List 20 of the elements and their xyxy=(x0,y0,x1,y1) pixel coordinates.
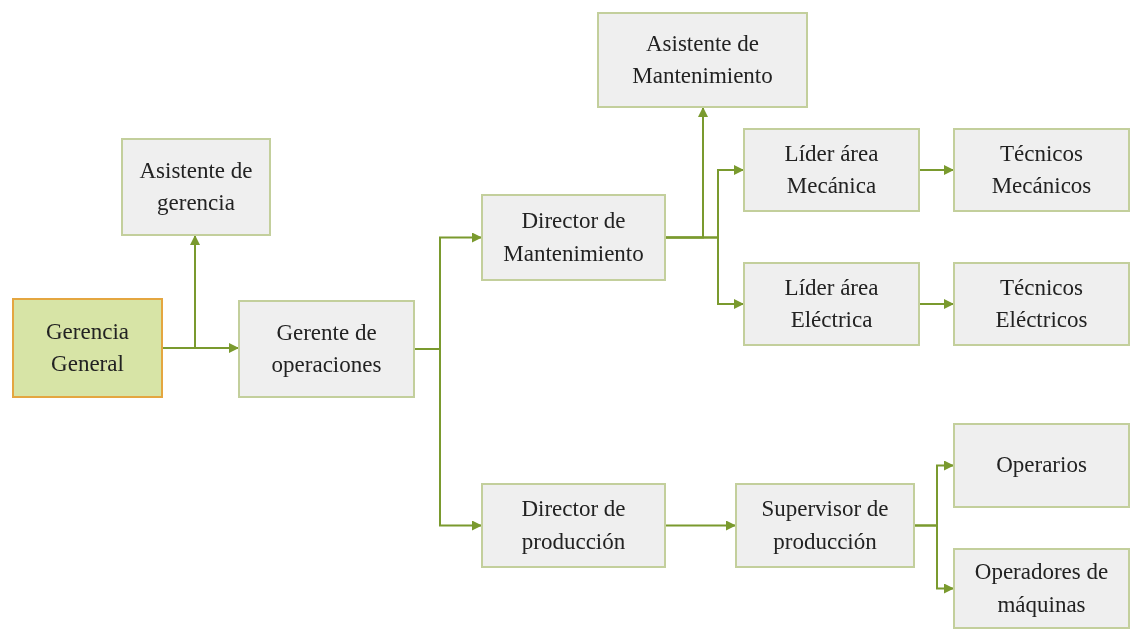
org-box: Líder área Eléctrica xyxy=(743,262,920,346)
org-box: Líder área Mecánica xyxy=(743,128,920,212)
root-box: Gerencia General xyxy=(12,298,163,398)
org-box: Operarios xyxy=(953,423,1130,508)
org-box: Director de producción xyxy=(481,483,666,568)
arrow xyxy=(919,165,954,175)
arrow xyxy=(162,343,239,353)
org-box: Técnicos Eléctricos xyxy=(953,262,1130,346)
org-box: Operadores de máquinas xyxy=(953,548,1130,629)
arrow xyxy=(414,348,482,531)
org-box: Asistente de gerencia xyxy=(121,138,271,236)
arrow xyxy=(914,524,954,594)
org-box: Supervisor de producción xyxy=(735,483,915,568)
arrow xyxy=(919,299,954,309)
org-box: Asistente de Mantenimiento xyxy=(597,12,808,108)
org-box: Director de Mantenimiento xyxy=(481,194,666,281)
arrow xyxy=(665,236,744,309)
org-box: Gerente de operaciones xyxy=(238,300,415,398)
org-box: Técnicos Mecánicos xyxy=(953,128,1130,212)
arrow xyxy=(665,520,736,531)
